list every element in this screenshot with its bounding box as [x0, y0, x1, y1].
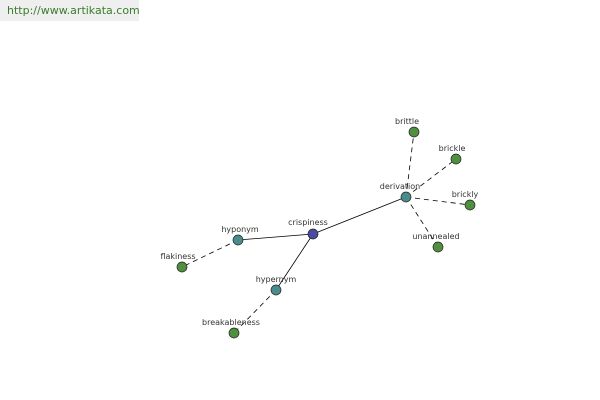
watermark-link[interactable]: http://www.artikata.com: [7, 4, 140, 17]
label-hypernym: hypernym: [256, 275, 297, 284]
label-hyponym: hyponym: [221, 225, 259, 234]
node-brittle[interactable]: [408, 126, 420, 138]
node-crispiness[interactable]: [307, 228, 319, 240]
watermark-bar: http://www.artikata.com: [0, 0, 140, 21]
edge-hypernym-breakableness: [233, 289, 277, 334]
label-brittle: brittle: [395, 117, 419, 126]
node-unannealed[interactable]: [432, 241, 444, 253]
node-brickle[interactable]: [450, 153, 462, 165]
label-derivation: derivation: [380, 182, 420, 191]
node-flakiness[interactable]: [176, 261, 188, 273]
label-brickly: brickly: [452, 190, 479, 199]
edge-derivation-brickly: [405, 196, 471, 206]
node-brickly[interactable]: [464, 199, 476, 211]
edge-hyponym-flakiness: [181, 239, 239, 268]
node-breakableness[interactable]: [228, 327, 240, 339]
edge-derivation-brittle: [405, 131, 415, 198]
edge-derivation-brickle: [405, 158, 457, 198]
edge-derivation-unannealed: [405, 196, 439, 248]
edge-crispiness-hyponym: [237, 233, 314, 241]
edge-crispiness-hypernym: [275, 233, 314, 291]
label-breakableness: breakableness: [202, 318, 260, 327]
label-brickle: brickle: [439, 144, 466, 153]
label-unannealed: unannealed: [412, 232, 459, 241]
label-flakiness: flakiness: [160, 252, 195, 261]
node-hyponym[interactable]: [232, 234, 244, 246]
label-crispiness: crispiness: [288, 218, 328, 227]
node-derivation[interactable]: [400, 191, 412, 203]
node-hypernym[interactable]: [270, 284, 282, 296]
edge-crispiness-derivation: [312, 196, 407, 235]
